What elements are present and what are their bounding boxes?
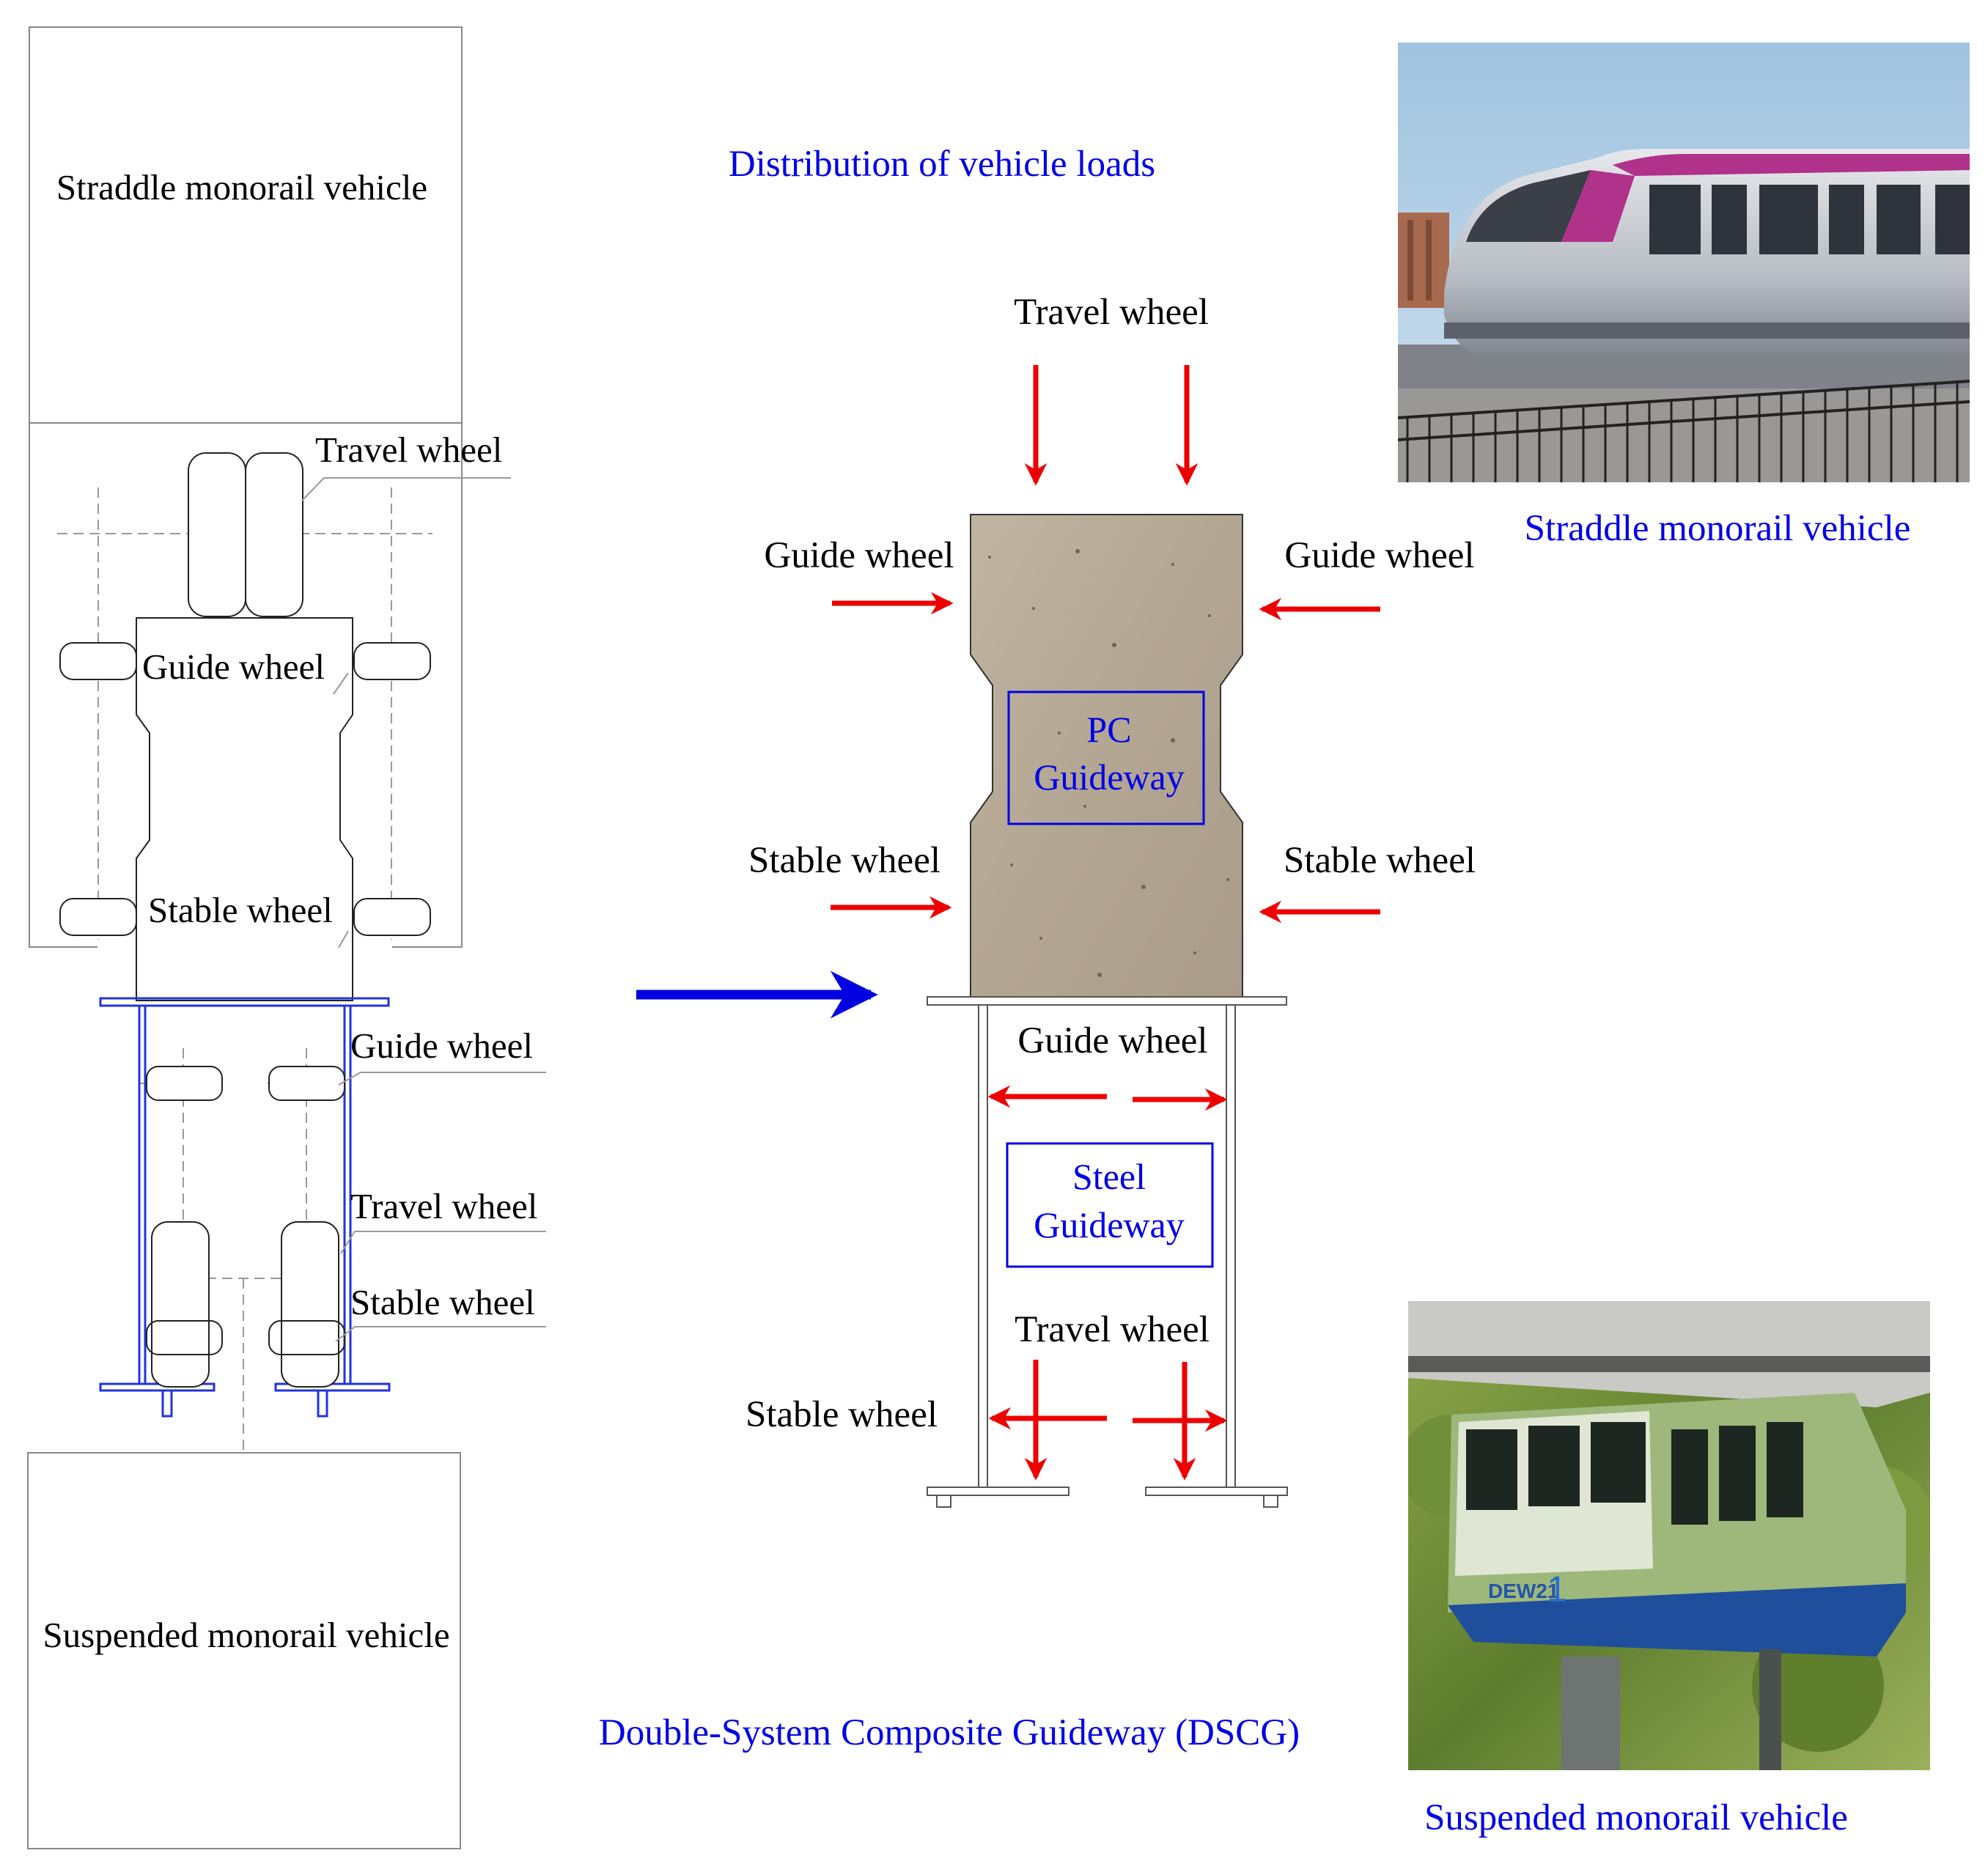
- suspended-vehicle-box: [27, 1452, 461, 1849]
- travel-wheel-bottom-left: [151, 1221, 210, 1388]
- stable-wheel-label-top: Stable wheel: [148, 890, 333, 930]
- section-stable-wheel-left: Stable wheel: [748, 840, 940, 881]
- suspended-photo-caption: Suspended monorail vehicle: [1424, 1797, 1848, 1838]
- section-stable-wheel-inner: Stable wheel: [746, 1394, 938, 1435]
- section-travel-wheel-inner: Travel wheel: [1015, 1309, 1210, 1350]
- travel-wheel-top-left: [188, 452, 246, 617]
- dscg-caption: Double-System Composite Guideway (DSCG): [599, 1712, 1300, 1753]
- suspended-livery-text: DEW21: [1488, 1580, 1558, 1602]
- straddle-vehicle-photo: [1398, 43, 1970, 482]
- stable-wheel-bottom-left: [146, 1320, 223, 1355]
- left-schematic: Straddle monorail vehicle Travel wheel G…: [27, 26, 546, 1849]
- stable-wheel-bottom-right: [268, 1320, 345, 1355]
- straddle-bogie-frame: [29, 423, 97, 948]
- section-stable-wheel-right: Stable wheel: [1284, 840, 1476, 881]
- stable-wheel-label-bottom: Stable wheel: [350, 1282, 535, 1322]
- section-travel-wheel-top: Travel wheel: [1014, 292, 1209, 333]
- guide-wheel-bottom-left: [146, 1066, 223, 1101]
- pc-label-box: [1007, 690, 1205, 825]
- steel-label-box: [1006, 1142, 1214, 1268]
- pc-beam-outline: [136, 617, 353, 1001]
- guide-wheel-top-right: [353, 642, 431, 680]
- pc-guideway-body: [970, 514, 1243, 998]
- travel-wheel-label-bottom: Travel wheel: [350, 1186, 537, 1226]
- suspended-vehicle-label: Suspended monorail vehicle: [43, 1615, 449, 1655]
- pc-label-line1: PC: [1086, 709, 1131, 750]
- concrete-pores: [988, 549, 1229, 977]
- steel-label-line1: Steel: [1072, 1156, 1146, 1197]
- steel-label-line2: Guideway: [1034, 1204, 1185, 1245]
- suspended-vehicle-photo: DEW21 1: [1408, 1301, 1930, 1770]
- leader-lines: [301, 477, 546, 1342]
- dscg-cross-section: PC Guideway Steel Guideway: [746, 292, 1476, 1508]
- pc-label-line2: Guideway: [1034, 756, 1185, 797]
- travel-wheel-bottom-right: [281, 1221, 339, 1388]
- steel-guideway-section: [927, 996, 1288, 1508]
- travel-wheel-label-top: Travel wheel: [315, 430, 502, 470]
- guide-wheel-top-left: [59, 642, 137, 680]
- section-guide-wheel-inner: Guide wheel: [1017, 1020, 1207, 1061]
- section-guide-wheel-right: Guide wheel: [1284, 535, 1474, 576]
- straddle-photo-caption: Straddle monorail vehicle: [1525, 508, 1911, 549]
- guide-wheel-bottom-right: [268, 1066, 345, 1101]
- travel-wheel-top-right: [245, 452, 303, 617]
- section-guide-wheel-left: Guide wheel: [764, 535, 954, 576]
- stable-wheel-top-left: [59, 898, 137, 936]
- guide-wheel-label-top: Guide wheel: [142, 647, 325, 687]
- straddle-bogie-frame-right: [392, 423, 463, 948]
- load-arrows: [831, 365, 1380, 1481]
- diagram-title: Distribution of vehicle loads: [729, 144, 1155, 185]
- guide-wheel-label-bottom: Guide wheel: [350, 1025, 533, 1066]
- straddle-vehicle-box: [29, 26, 463, 424]
- steel-guideway-schematic: [99, 997, 391, 1418]
- suspended-car-number: 1: [1547, 1569, 1567, 1610]
- straddle-vehicle-label: Straddle monorail vehicle: [56, 167, 427, 207]
- stable-wheel-top-right: [353, 898, 431, 936]
